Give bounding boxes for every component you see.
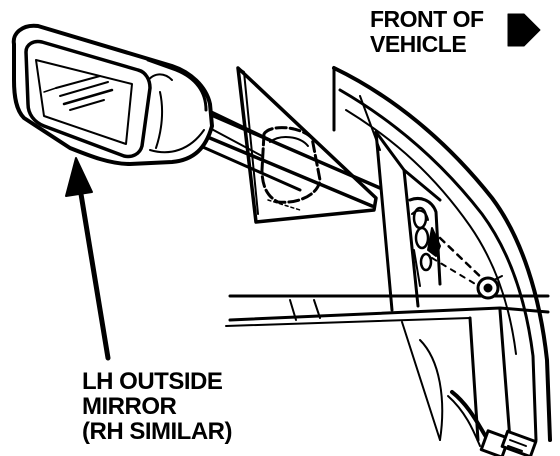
mirror-callout-label: LH OUTSIDE MIRROR (RH SIMILAR) <box>82 370 232 445</box>
mirror-gasket <box>236 66 378 224</box>
mirror-label-line-1: LH OUTSIDE <box>82 368 223 395</box>
front-label-line-2: VEHICLE <box>370 31 467 57</box>
door-mount-plate <box>374 130 442 312</box>
mirror-label-line-2: MIRROR <box>82 393 177 420</box>
front-of-vehicle-label: FRONT OF VEHICLE <box>370 8 484 58</box>
arrow-right-icon <box>507 13 541 47</box>
mounting-nut-icon <box>476 275 503 300</box>
outside-mirror-housing <box>11 23 214 166</box>
arrow-up-icon <box>65 157 111 361</box>
mirror-label-line-3: (RH SIMILAR) <box>82 418 232 445</box>
door-body <box>225 66 552 447</box>
fastener-leader-line <box>438 236 488 284</box>
fastener-leader-line-2 <box>431 257 483 289</box>
wire-connector <box>479 429 538 456</box>
front-label-line-1: FRONT OF <box>370 6 484 32</box>
